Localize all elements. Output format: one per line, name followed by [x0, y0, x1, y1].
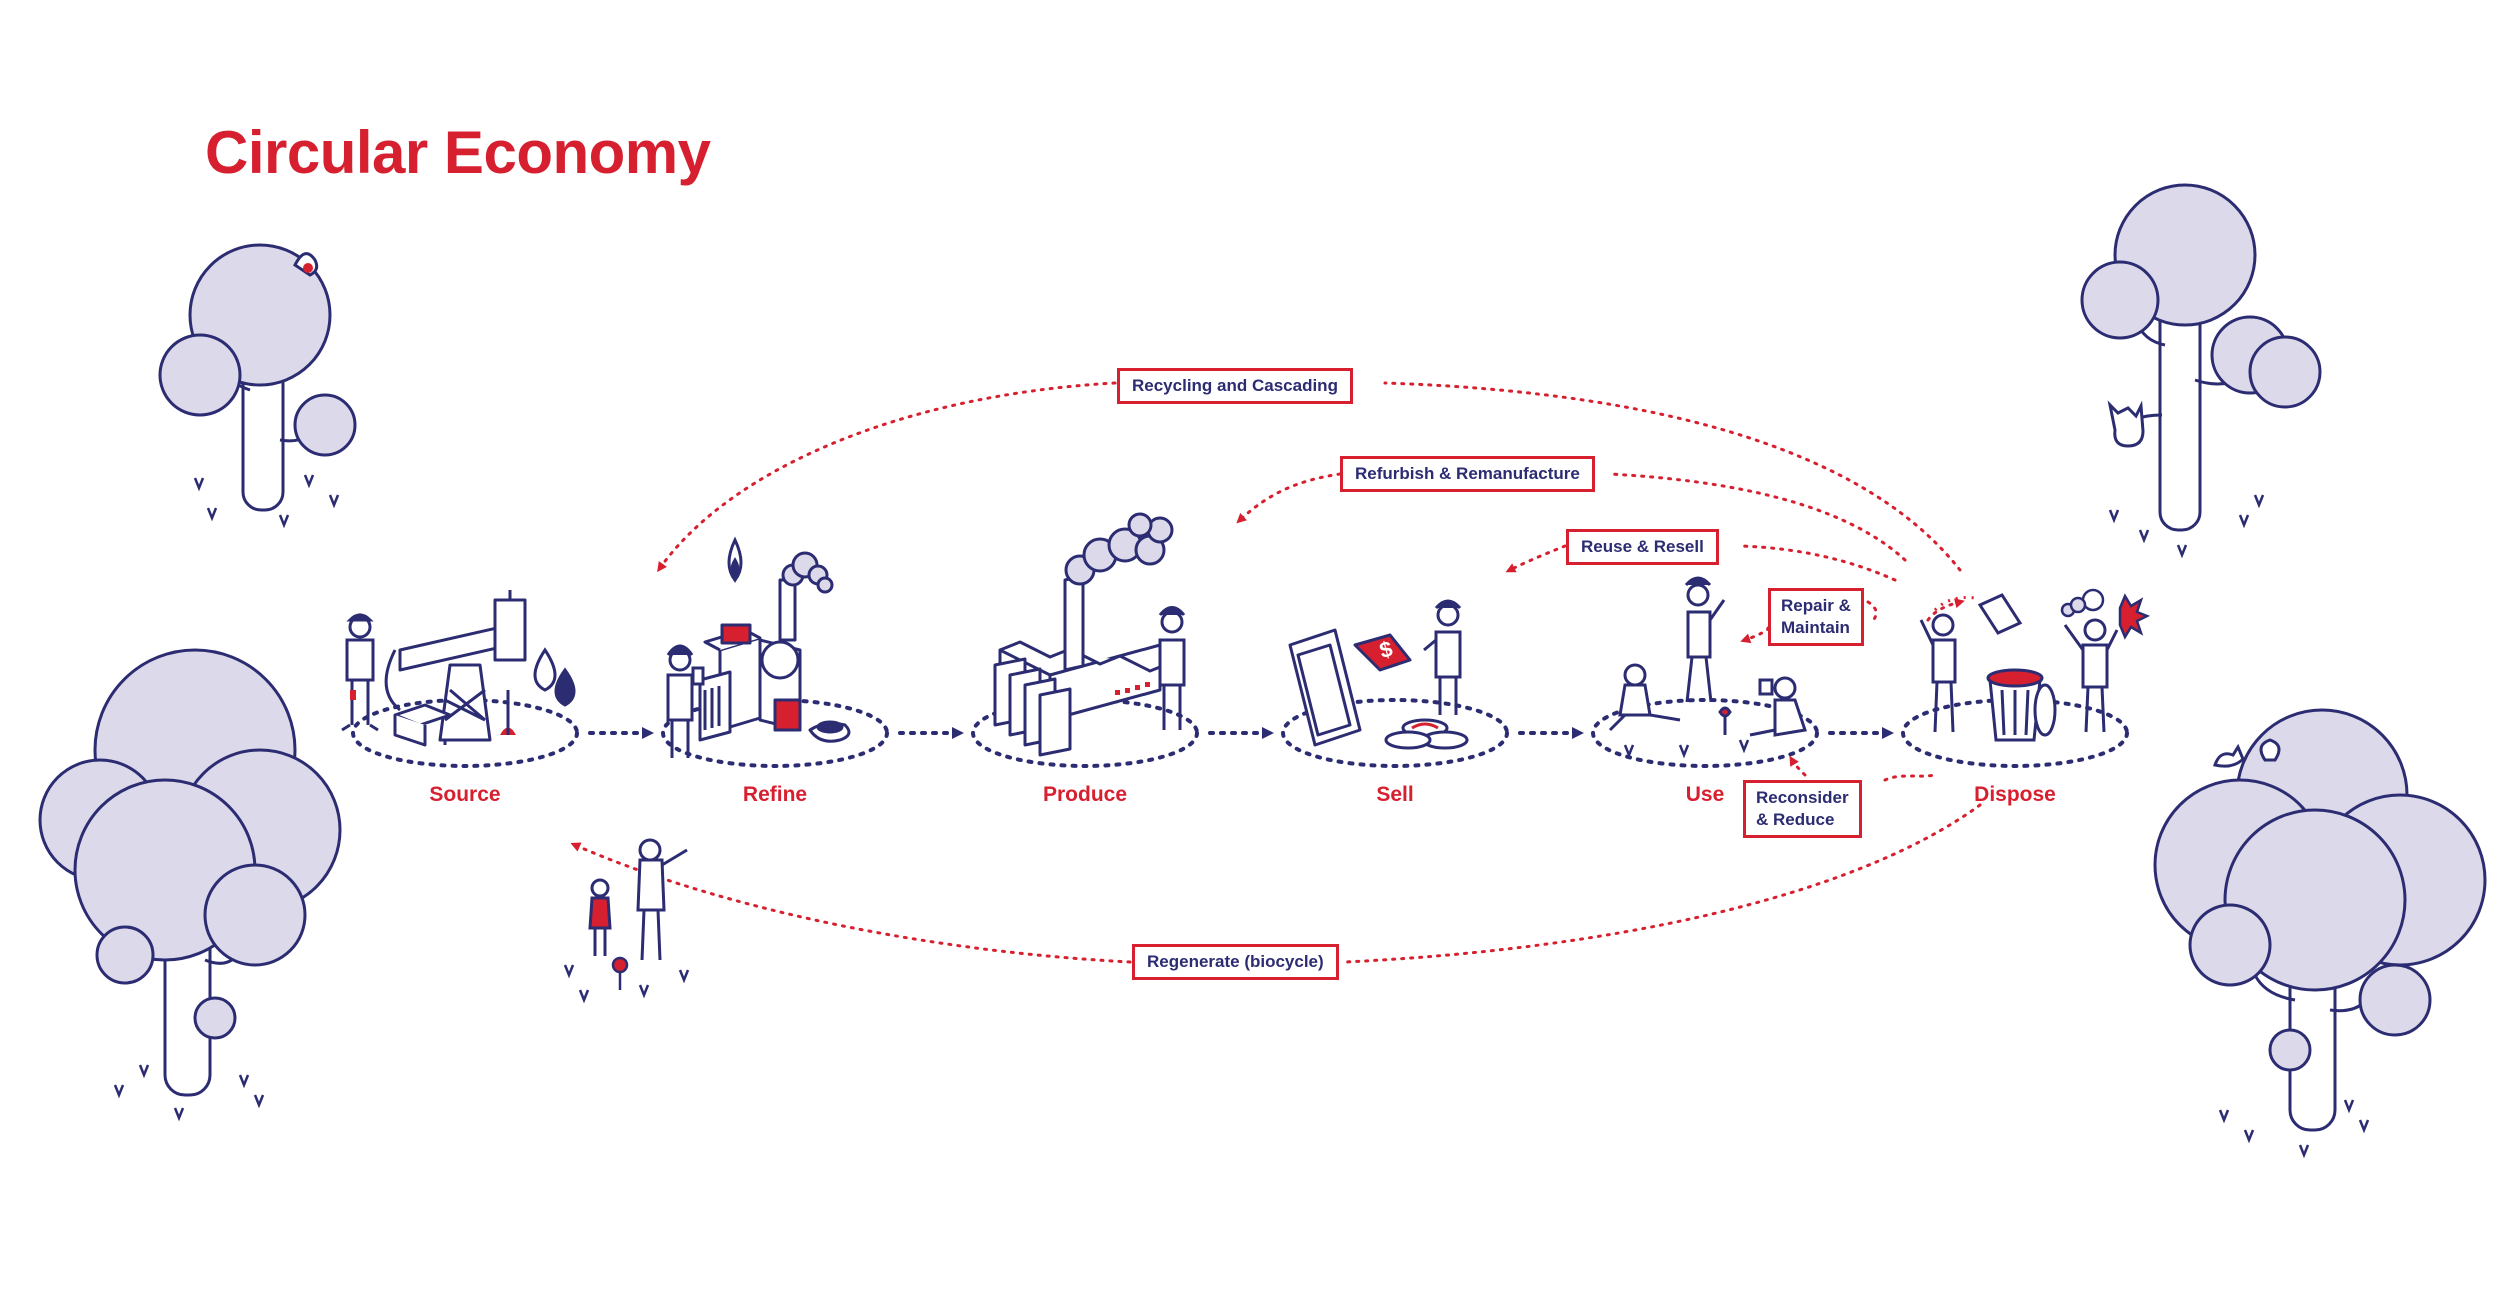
- smoke-icon: [781, 551, 834, 594]
- refinery-icon: [698, 578, 851, 743]
- reuse-loop-left: [1505, 544, 1567, 573]
- loop-label-refurbish: Refurbish & Remanufacture: [1340, 456, 1595, 492]
- refurbish-loop-left: [1236, 472, 1342, 524]
- repair-line-1: Repair &: [1781, 596, 1851, 615]
- tree-bottom-right-icon: [2153, 708, 2487, 1132]
- reconsider-loop: [1883, 773, 1937, 782]
- sell-platform: [1281, 698, 1509, 768]
- stage-label-produce: Produce: [1042, 783, 1128, 806]
- smoke-icon: [1064, 512, 1174, 586]
- sell-person-icon: [1423, 599, 1462, 715]
- repair-loop-right: [1866, 600, 1878, 624]
- refinery-worker-icon: [666, 644, 705, 758]
- tree-bottom-left-icon: [38, 648, 342, 1097]
- family-with-kid-icon: [588, 838, 688, 961]
- use-people-icon: [1608, 576, 1807, 737]
- produce-person-icon: [1158, 606, 1186, 730]
- tablet-device-icon: [1288, 628, 1412, 747]
- grass-icon: [2218, 1099, 2370, 1159]
- reconsider-line-1: Reconsider: [1756, 788, 1849, 807]
- grass-icon: [113, 1064, 265, 1122]
- tree-top-right-icon: [2080, 183, 2322, 532]
- stage-platforms: [351, 698, 2129, 768]
- trash-can-icon: [1986, 668, 2057, 742]
- thrown-tablet-icon: [1933, 593, 2023, 635]
- stage-label-refine: Refine: [742, 783, 808, 806]
- regenerate-loop-right: [1343, 803, 1982, 964]
- stage-label-use: Use: [1685, 783, 1725, 806]
- repair-line-2: Maintain: [1781, 618, 1850, 637]
- tree-top-left-icon: [158, 243, 357, 512]
- feedback-loops: [570, 381, 1982, 964]
- factory-icon: [993, 574, 1171, 757]
- angry-symbols-icon: [2060, 588, 2151, 640]
- flower-icon: [563, 956, 690, 1004]
- dispose-people-icon: [1919, 613, 2119, 733]
- recycling-loop-left: [657, 381, 1117, 573]
- recycling-loop: [1383, 381, 1962, 572]
- grass-icon: [1623, 739, 1750, 759]
- reuse-loop: [1738, 544, 1897, 582]
- stage-label-source: Source: [429, 783, 501, 806]
- coin-stack-icon: [1384, 718, 1469, 750]
- worker-person-icon: [341, 613, 379, 732]
- reconsider-loop-arrow: [1789, 755, 1807, 777]
- loop-label-recycling: Recycling and Cascading: [1117, 368, 1353, 404]
- flame-icon: [727, 536, 743, 583]
- loop-label-reconsider: Reconsider & Reduce: [1743, 780, 1862, 838]
- grass-icon: [193, 474, 340, 529]
- page-title: Circular Economy: [205, 119, 711, 186]
- oil-pump-icon: [384, 590, 527, 747]
- loop-label-reuse: Reuse & Resell: [1566, 529, 1719, 565]
- reconsider-line-2: & Reduce: [1756, 810, 1835, 829]
- stage-label-dispose: Dispose: [1974, 783, 2056, 806]
- use-platform: [1591, 698, 1819, 768]
- repair-loop: [1740, 626, 1770, 644]
- loop-label-regenerate: Regenerate (biocycle): [1132, 944, 1339, 980]
- stage-label-sell: Sell: [1376, 783, 1414, 806]
- refurbish-loop: [1608, 472, 1907, 562]
- loop-label-repair: Repair & Maintain: [1768, 588, 1864, 646]
- oil-drop-icon: [500, 647, 576, 735]
- grass-icon: [2108, 494, 2265, 559]
